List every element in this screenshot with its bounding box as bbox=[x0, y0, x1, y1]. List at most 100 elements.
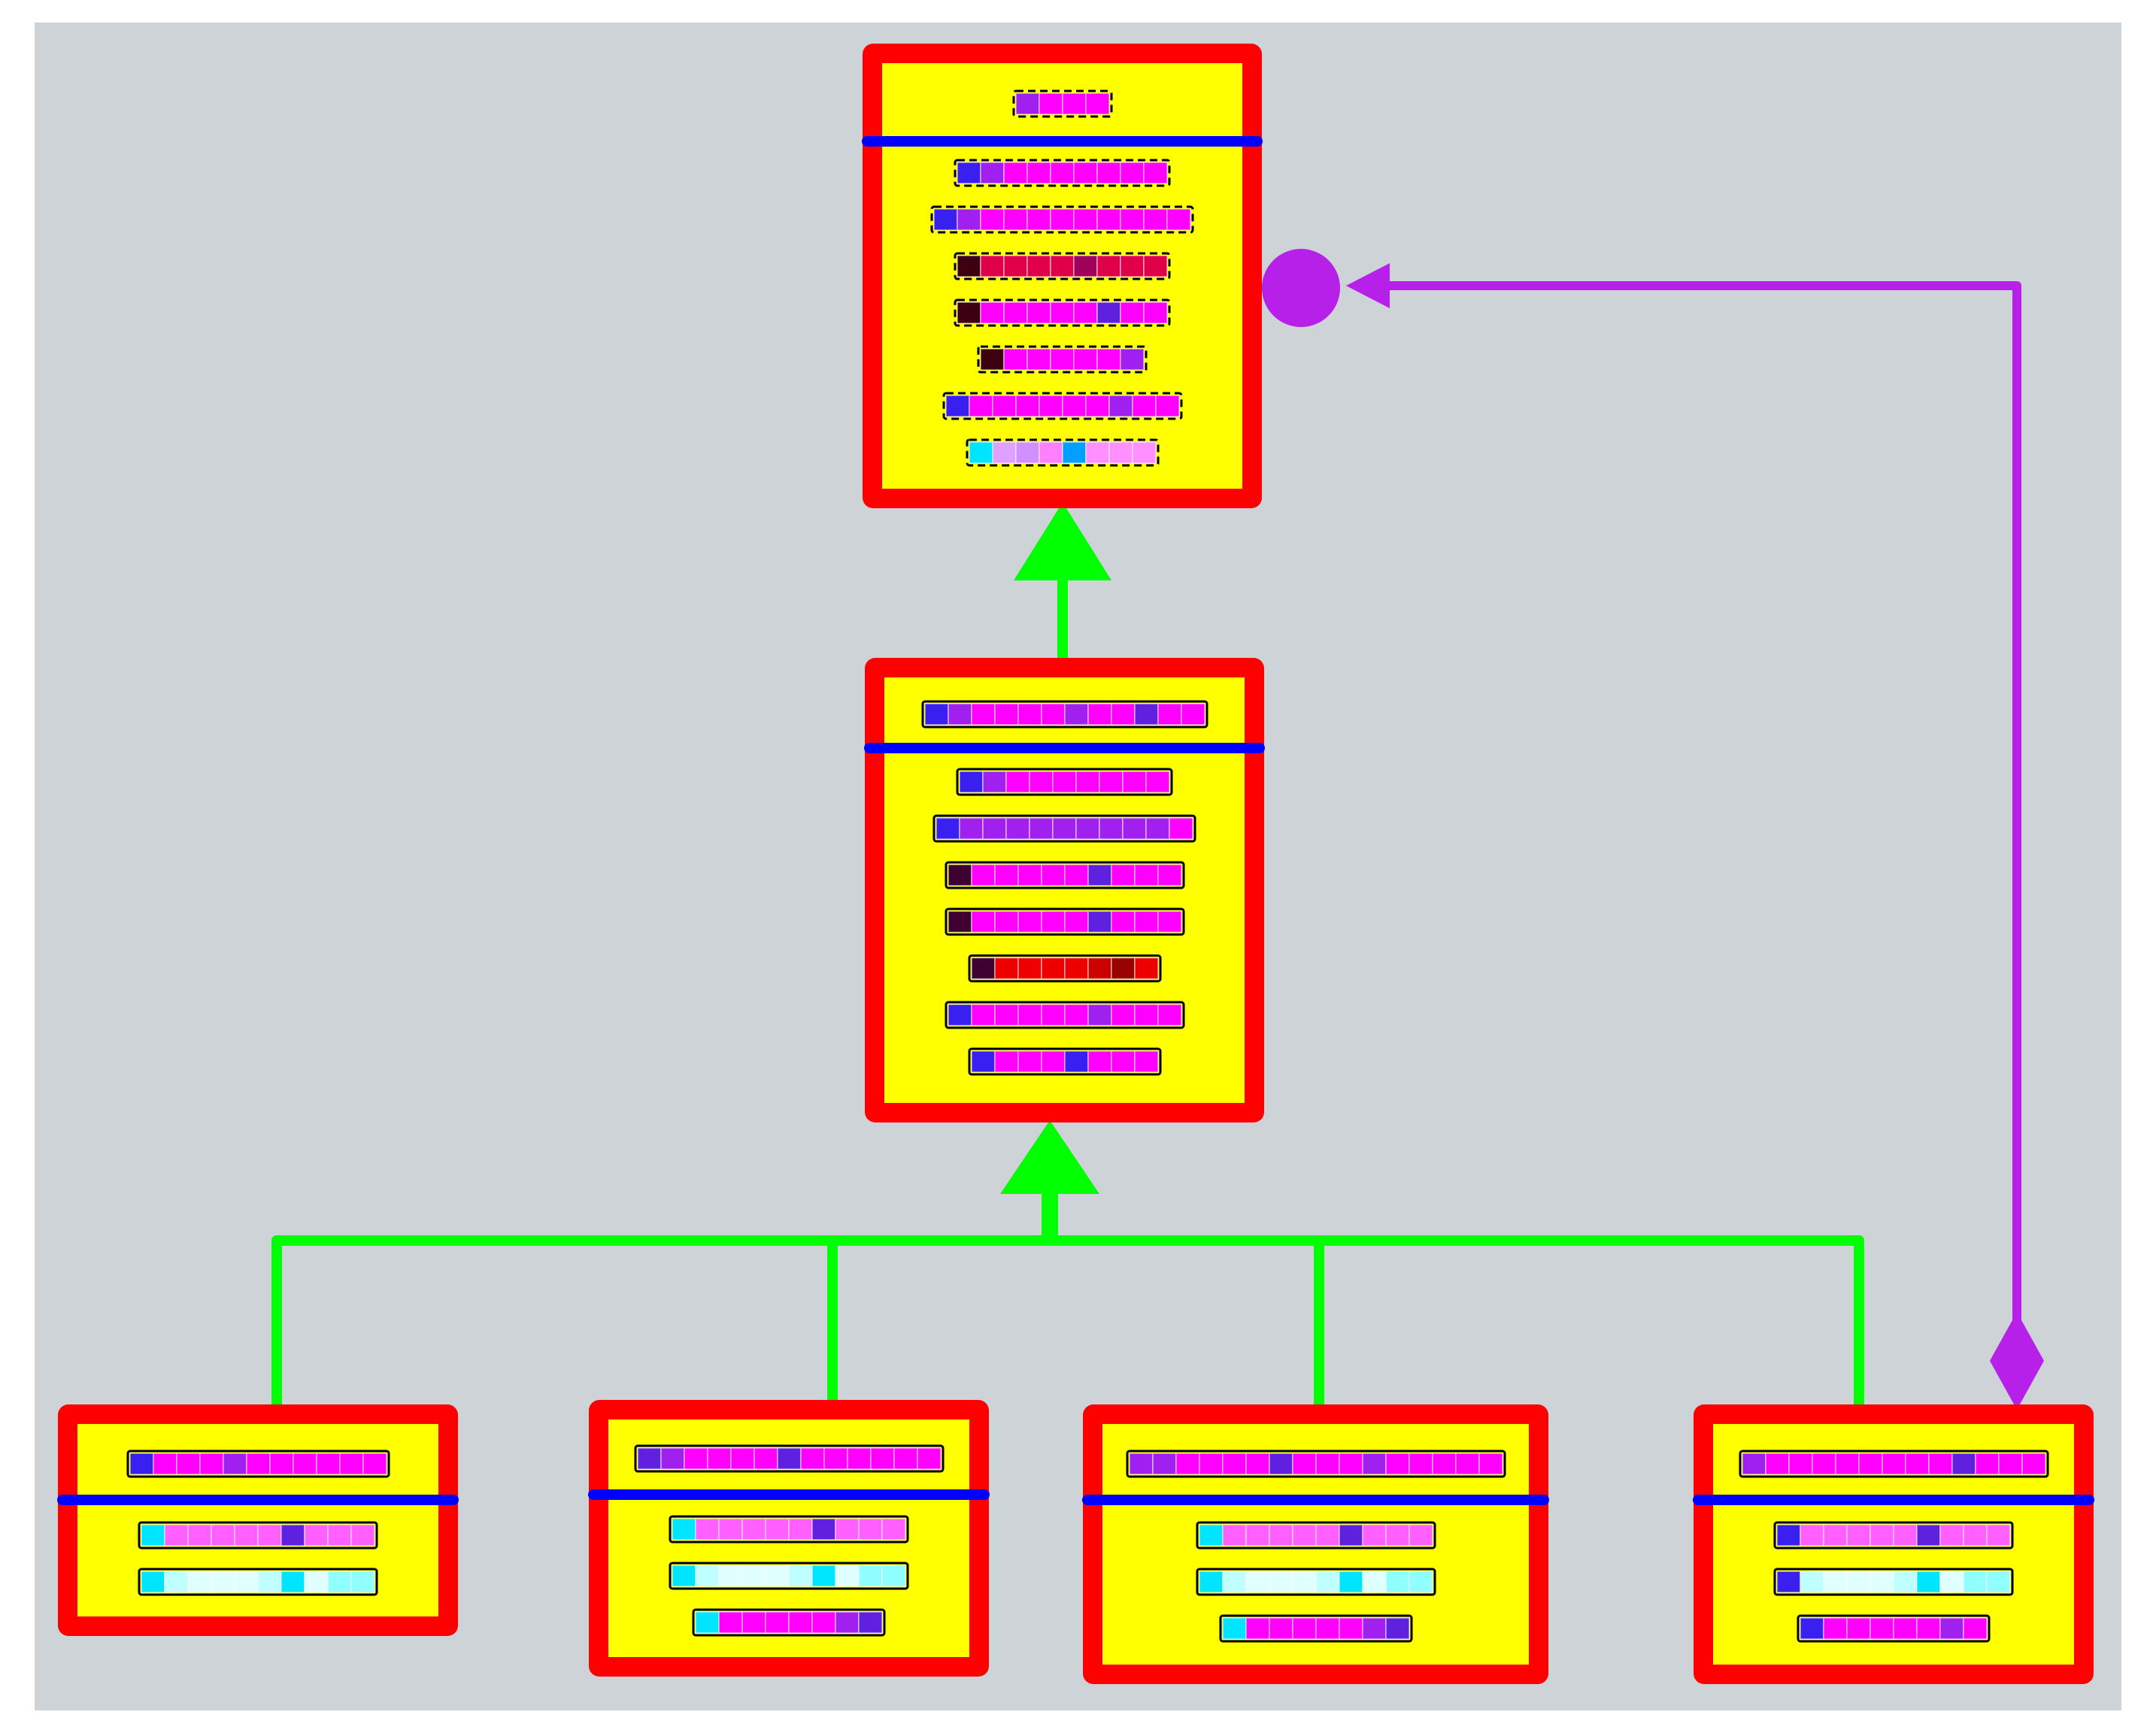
token-cell bbox=[982, 817, 1007, 840]
token-cell bbox=[1245, 1453, 1270, 1475]
token-cell bbox=[1099, 771, 1124, 793]
class-member bbox=[1773, 1568, 2014, 1596]
token-cell bbox=[281, 1524, 305, 1547]
class-title bbox=[1126, 1450, 1506, 1478]
token-row-outline bbox=[945, 861, 1185, 889]
token-cell bbox=[1157, 1004, 1182, 1026]
class-node-leaf-2[interactable] bbox=[588, 1400, 990, 1677]
class-node-leaf-1[interactable] bbox=[57, 1404, 459, 1636]
token-cell bbox=[948, 703, 972, 726]
class-member bbox=[956, 768, 1173, 796]
token-cell bbox=[971, 1050, 996, 1073]
token-cell bbox=[994, 910, 1019, 933]
token-cell bbox=[362, 1453, 387, 1475]
token-cell bbox=[765, 1611, 790, 1634]
token-cell bbox=[1017, 1004, 1042, 1026]
token-cell bbox=[741, 1518, 766, 1541]
class-member bbox=[138, 1568, 378, 1596]
token-cell bbox=[1085, 92, 1110, 115]
class-node-middle[interactable] bbox=[864, 658, 1265, 1122]
class-member bbox=[669, 1562, 909, 1590]
token-cell bbox=[1869, 1524, 1894, 1547]
token-cell bbox=[1222, 1524, 1247, 1547]
token-cell bbox=[1339, 1571, 1363, 1593]
token-cell bbox=[948, 910, 972, 933]
token-cell bbox=[1075, 817, 1100, 840]
token-cell bbox=[1134, 1004, 1159, 1026]
token-cell bbox=[164, 1524, 189, 1547]
token-cell bbox=[1003, 208, 1028, 231]
token-cell bbox=[187, 1524, 212, 1547]
token-cell bbox=[800, 1447, 825, 1470]
token-cell bbox=[858, 1565, 883, 1587]
class-node-leaf-3[interactable] bbox=[1082, 1404, 1549, 1684]
token-cell bbox=[684, 1447, 708, 1470]
token-cell bbox=[870, 1447, 895, 1470]
token-cell bbox=[957, 255, 981, 277]
token-cell bbox=[994, 703, 1019, 726]
token-row-outline bbox=[954, 298, 1171, 327]
token-row-outline bbox=[954, 159, 1171, 187]
token-cell bbox=[1050, 301, 1075, 324]
class-node-root[interactable] bbox=[862, 44, 1263, 508]
token-cell bbox=[924, 703, 949, 726]
token-cell bbox=[695, 1518, 720, 1541]
token-cell bbox=[164, 1571, 189, 1593]
class-title bbox=[1739, 1450, 2049, 1478]
token-cell bbox=[1939, 1524, 1964, 1547]
token-cell bbox=[1409, 1524, 1433, 1547]
token-cell bbox=[1064, 864, 1089, 886]
class-member bbox=[968, 954, 1162, 983]
token-cell bbox=[1029, 771, 1054, 793]
class-title bbox=[126, 1450, 390, 1478]
token-cell bbox=[933, 208, 958, 231]
token-row-outline bbox=[669, 1562, 909, 1590]
token-cell bbox=[1269, 1571, 1293, 1593]
token-cell bbox=[969, 395, 993, 417]
token-cell bbox=[1823, 1571, 1848, 1593]
token-cell bbox=[1005, 817, 1030, 840]
generalization-arrowhead bbox=[1014, 502, 1111, 580]
token-row-outline bbox=[921, 700, 1208, 729]
class-member bbox=[954, 298, 1171, 327]
class-node-leaf-4[interactable] bbox=[1693, 1404, 2094, 1684]
token-cell bbox=[1026, 301, 1051, 324]
token-cell bbox=[1385, 1617, 1410, 1640]
aggregation-diamond bbox=[1990, 1312, 2044, 1410]
token-cell bbox=[1039, 395, 1063, 417]
token-cell bbox=[718, 1518, 743, 1541]
class-member bbox=[954, 252, 1171, 280]
token-cell bbox=[1157, 910, 1182, 933]
token-cell bbox=[765, 1518, 790, 1541]
class-member bbox=[930, 205, 1194, 234]
token-cell bbox=[718, 1611, 743, 1634]
token-cell bbox=[971, 864, 996, 886]
token-cell bbox=[1003, 255, 1028, 277]
token-cell bbox=[1269, 1453, 1293, 1475]
token-cell bbox=[1916, 1524, 1941, 1547]
token-cell bbox=[1145, 771, 1170, 793]
token-cell bbox=[1111, 910, 1136, 933]
token-row-outline bbox=[930, 205, 1194, 234]
token-cell bbox=[1315, 1524, 1340, 1547]
token-cell bbox=[1893, 1524, 1918, 1547]
token-row-outline bbox=[1739, 1450, 2049, 1478]
token-cell bbox=[1269, 1524, 1293, 1547]
token-cell bbox=[1385, 1453, 1410, 1475]
token-cell bbox=[1041, 910, 1066, 933]
token-cell bbox=[1858, 1453, 1883, 1475]
token-cell bbox=[1869, 1571, 1894, 1593]
class-member bbox=[945, 861, 1185, 889]
token-row-outline bbox=[1219, 1614, 1413, 1643]
class-member bbox=[945, 907, 1185, 936]
token-cell bbox=[994, 957, 1019, 980]
token-cell bbox=[1087, 703, 1112, 726]
token-cell bbox=[1096, 208, 1121, 231]
token-cell bbox=[1939, 1617, 1964, 1640]
token-cell bbox=[1846, 1524, 1871, 1547]
token-cell bbox=[1062, 395, 1087, 417]
class-member bbox=[692, 1608, 886, 1637]
token-cell bbox=[718, 1565, 743, 1587]
token-cell bbox=[1245, 1571, 1270, 1593]
